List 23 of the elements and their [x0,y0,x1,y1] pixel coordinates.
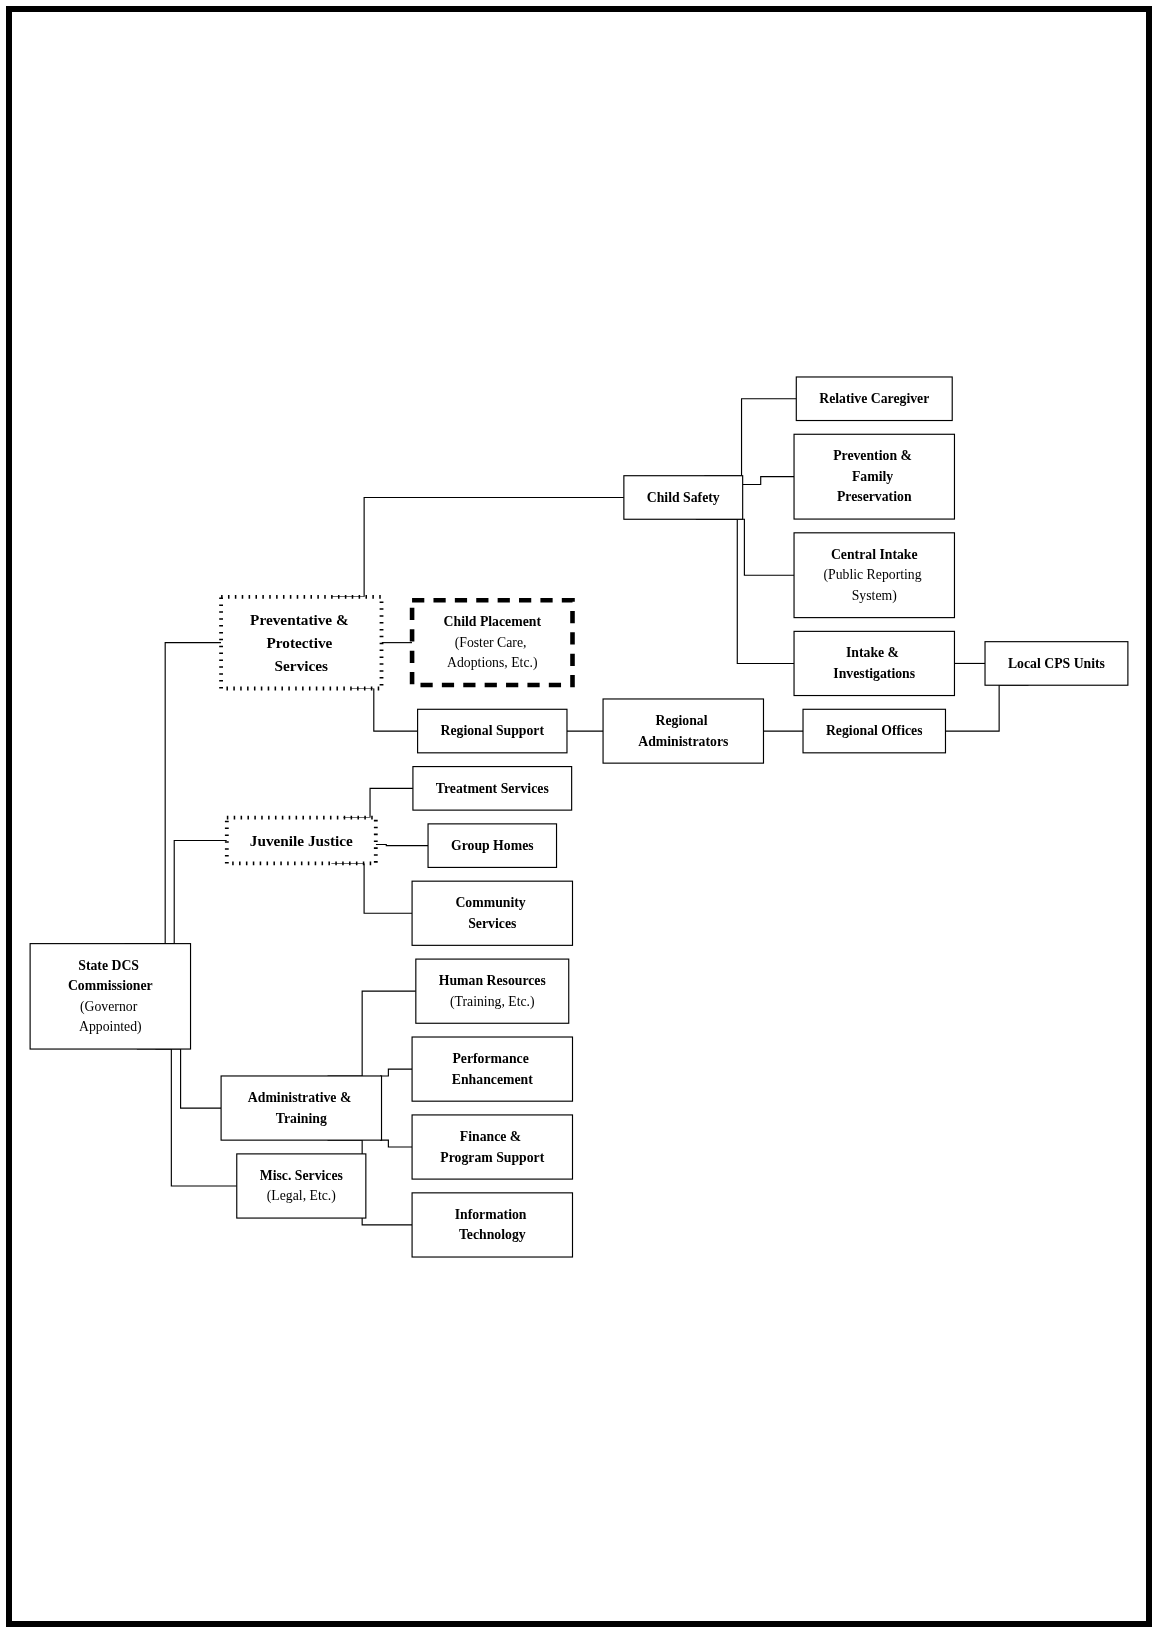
node-box: Prevention & Family Preservation [793,433,956,520]
node-box: Treatment Services [412,765,573,811]
connector [742,475,795,485]
node-box: Group Homes [427,822,558,868]
node-box: Local CPS Units [984,640,1129,686]
node-box: Regional Offices [802,708,947,753]
node-box: Information Technology [411,1191,574,1258]
node-box: Child Safety [623,474,744,520]
node-box: Misc. Services (Legal, Etc.) [236,1152,367,1219]
node-box: State DCS Commissioner (Governor Appointed) [29,942,192,1050]
connector [379,1139,413,1148]
node-box: Community Services [411,880,574,946]
node-box: Child Placement (Foster Care, Adoptions, Etc.) [409,597,575,687]
node-box: Administrative & Training [220,1074,383,1141]
node-box: Performance Enhancement [411,1035,574,1102]
connector [566,730,604,732]
node-box: Regional Administrators [602,697,765,764]
node-box: Central Intake (Public Reporting System) [793,531,956,618]
node-box: Relative Caregiver [795,375,953,421]
node-box: Intake & Investigations [793,630,956,696]
node-box: Human Resources (Training, Etc.) [415,958,570,1024]
node-box: Regional Support [417,708,568,753]
node-box: Finance & Program Support [411,1113,574,1180]
